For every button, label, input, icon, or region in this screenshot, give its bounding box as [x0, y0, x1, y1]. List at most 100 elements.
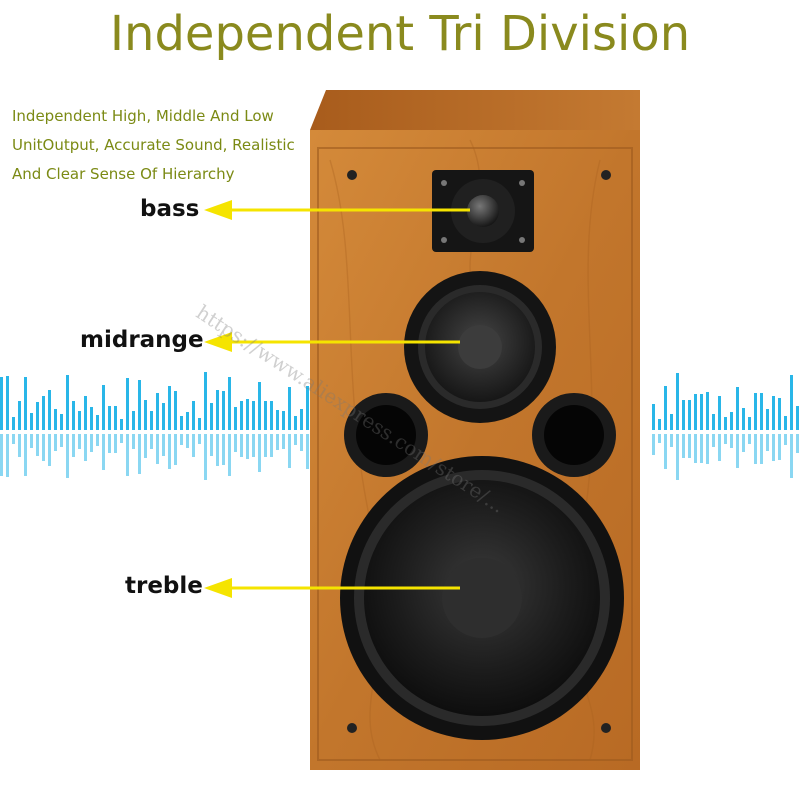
wave-bar-reflection: [652, 434, 655, 455]
wave-bar: [90, 407, 93, 430]
wave-bar-reflection: [138, 434, 141, 474]
wave-bar: [6, 376, 9, 430]
arrow-midrange: [204, 332, 460, 352]
wave-bar: [234, 407, 237, 430]
wave-bar: [210, 403, 213, 430]
wave-bar: [54, 409, 57, 430]
wave-bar-reflection: [288, 434, 291, 468]
page-title: Independent Tri Division: [109, 6, 691, 62]
wave-bar-reflection: [772, 434, 775, 461]
sound-wave-graphic: [0, 372, 799, 480]
feature-description: Independent High, Middle And Low UnitOut…: [12, 102, 312, 189]
wave-bar: [102, 385, 105, 430]
wave-bar: [694, 394, 697, 430]
wave-bar: [712, 414, 715, 430]
wave-bar: [18, 401, 21, 430]
wave-bar: [138, 380, 141, 430]
wave-bar-reflection: [114, 434, 117, 453]
wave-bar-reflection: [6, 434, 9, 477]
wave-bar-reflection: [186, 434, 189, 448]
wave-bar: [60, 414, 63, 430]
wave-bar-reflection: [42, 434, 45, 461]
wave-bar: [120, 419, 123, 430]
wave-bar-reflection: [252, 434, 255, 457]
wave-bar-reflection: [730, 434, 733, 448]
bass-port-right: [532, 393, 616, 477]
screws: [347, 170, 611, 733]
wave-bar: [288, 387, 291, 430]
wave-bar: [664, 386, 667, 430]
wave-bar-reflection: [144, 434, 147, 458]
wave-bar-reflection: [54, 434, 57, 451]
description-line-3: And Clear Sense Of Hierarchy: [12, 165, 235, 183]
wave-bar-reflection: [102, 434, 105, 470]
wave-bar: [42, 396, 45, 430]
wave-bar-reflection: [156, 434, 159, 464]
wave-bar-reflection: [168, 434, 171, 469]
wave-bar: [96, 415, 99, 430]
wave-bar: [204, 372, 207, 430]
wave-bar-reflection: [736, 434, 739, 468]
wave-bar: [294, 416, 297, 430]
wave-bar: [264, 401, 267, 430]
wave-bar: [24, 377, 27, 430]
wave-bar-reflection: [198, 434, 201, 444]
wave-bar: [748, 417, 751, 430]
wave-bar-reflection: [282, 434, 285, 449]
wave-bar: [658, 419, 661, 430]
wave-bar-reflection: [306, 434, 309, 469]
wave-bar: [258, 382, 261, 430]
wave-bar: [180, 416, 183, 430]
wave-bar-reflection: [36, 434, 39, 456]
wave-bar: [12, 417, 15, 430]
wave-bar: [198, 418, 201, 430]
wave-bar-reflection: [30, 434, 33, 448]
midrange-driver: [404, 271, 556, 423]
wave-bar: [246, 399, 249, 430]
wave-bar-reflection: [748, 434, 751, 444]
wave-bar: [36, 402, 39, 430]
wave-bar-reflection: [96, 434, 99, 446]
wave-bar: [670, 414, 673, 430]
wave-bar: [772, 396, 775, 430]
wave-bar-reflection: [724, 434, 727, 444]
wave-bar-reflection: [796, 434, 799, 453]
wave-bar: [78, 411, 81, 430]
wave-bar: [700, 394, 703, 430]
wave-bar-reflection: [778, 434, 781, 460]
wave-bar-reflection: [204, 434, 207, 480]
wave-bar-reflection: [294, 434, 297, 445]
wave-bar: [718, 396, 721, 430]
wave-bar: [688, 400, 691, 430]
wave-bar-reflection: [132, 434, 135, 449]
wave-bar: [760, 393, 763, 430]
wave-bar-reflection: [300, 434, 303, 451]
wave-bar-reflection: [150, 434, 153, 449]
wave-bar: [84, 396, 87, 430]
wave-bar: [790, 375, 793, 430]
wave-bar: [66, 375, 69, 430]
wave-bar: [150, 411, 153, 430]
wave-bar: [766, 409, 769, 430]
label-treble: treble: [125, 573, 203, 599]
wave-bar: [72, 401, 75, 430]
wave-bar-reflection: [234, 434, 237, 452]
wave-bar-reflection: [60, 434, 63, 447]
label-midrange: midrange: [80, 327, 204, 353]
wave-bar: [754, 393, 757, 430]
wave-bar-reflection: [78, 434, 81, 449]
wave-bar-reflection: [120, 434, 123, 443]
wave-bar: [186, 412, 189, 430]
wave-bar-reflection: [228, 434, 231, 476]
wave-bar: [282, 411, 285, 430]
wave-bar-reflection: [258, 434, 261, 472]
wave-bar-reflection: [712, 434, 715, 447]
wave-bar: [706, 392, 709, 430]
wave-bar: [132, 411, 135, 430]
wave-bar-reflection: [742, 434, 745, 452]
wave-bar-reflection: [688, 434, 691, 458]
wave-bar: [228, 377, 231, 430]
wave-bar-reflection: [682, 434, 685, 458]
wave-bar-reflection: [84, 434, 87, 461]
